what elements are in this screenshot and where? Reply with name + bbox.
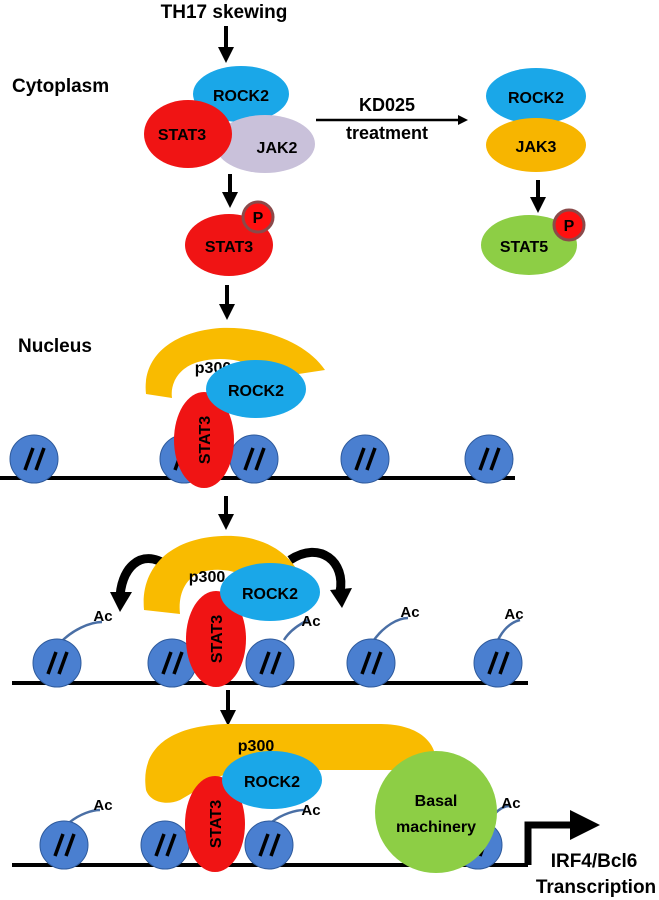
- basal-label-2: machinery: [396, 819, 476, 836]
- acetyl-tail: [496, 618, 521, 641]
- phospho-label-stat3: P: [253, 210, 264, 227]
- nucleus-panel-2: Ac Ac Ac Ac p300 STAT3 ROCK2: [12, 535, 528, 689]
- rock2-node-5: [222, 751, 322, 809]
- stat3-label: STAT3: [158, 127, 206, 144]
- kd025-branch: ROCK2 JAK3 STAT5 P: [481, 68, 586, 275]
- basal-machinery-node: [375, 751, 497, 873]
- jak3-node: [486, 118, 586, 172]
- rock2-node-3: [206, 360, 306, 418]
- rock2-label-4: ROCK2: [242, 586, 298, 603]
- stimulus-label: TH17 skewing: [161, 2, 288, 23]
- nucleus-label: Nucleus: [18, 336, 92, 357]
- nucleus-panel-3: IRF4/Bcl6 Transcription Ac Ac Ac p300 ST…: [12, 724, 656, 898]
- p300-label-2: p300: [189, 569, 226, 586]
- acetyl-tail: [372, 616, 409, 641]
- nucleosome: [345, 637, 397, 689]
- rock2-label-right: ROCK2: [508, 90, 564, 107]
- stat3-label-4: STAT3: [209, 615, 226, 663]
- acetyl-label: Ac: [93, 797, 112, 814]
- jak2-label: JAK2: [257, 140, 298, 157]
- acetyl-label: Ac: [93, 608, 112, 625]
- basal-label-1: Basal: [415, 793, 458, 810]
- nucleosome: [139, 819, 191, 871]
- nucleosome: [244, 637, 296, 689]
- treatment-label-2: treatment: [346, 123, 428, 143]
- acetyl-tail: [69, 808, 101, 823]
- phospho-label-stat5: P: [564, 218, 575, 235]
- stat3-label-3: STAT3: [197, 416, 214, 464]
- acetyl-label: Ac: [301, 613, 320, 630]
- rock2-node-right: [486, 68, 586, 124]
- rock2-node: [193, 66, 289, 122]
- nucleosome: [339, 433, 391, 485]
- jak2-node: [215, 115, 315, 173]
- stat5-node: [481, 215, 577, 275]
- acetyl-tail: [282, 618, 309, 641]
- acetyl-tail: [271, 808, 305, 823]
- acetyl-label: Ac: [501, 795, 520, 812]
- cytoplasm-label: Cytoplasm: [12, 76, 109, 97]
- p300-node-2: [143, 535, 304, 614]
- stat3-node-5: [185, 776, 245, 872]
- nucleosome: [31, 637, 83, 689]
- stat3-node: [144, 100, 232, 168]
- output-label-2: Transcription: [536, 877, 656, 898]
- rock2-label: ROCK2: [213, 88, 269, 105]
- rock2-label-5: ROCK2: [244, 774, 300, 791]
- stat3-label-2: STAT3: [205, 239, 253, 256]
- stat5-label: STAT5: [500, 239, 548, 256]
- stat3-node-3: [174, 392, 234, 488]
- acetyl-label: Ac: [504, 606, 523, 623]
- curved-arrow-left-head: [110, 592, 132, 612]
- phospho-stat5: [552, 208, 586, 242]
- treatment-label-1: KD025: [359, 95, 415, 115]
- curved-arrow-right: [287, 547, 346, 593]
- nucleosome: [243, 819, 295, 871]
- output-label-1: IRF4/Bcl6: [551, 851, 638, 872]
- transcription-arrow: [524, 821, 582, 865]
- jak3-label: JAK3: [516, 139, 557, 156]
- nucleosome: [472, 637, 524, 689]
- stat3-node-4: [186, 591, 246, 687]
- nucleosome: [463, 433, 515, 485]
- p300-node: [145, 327, 325, 398]
- nucleosome: [38, 819, 90, 871]
- p300-label-3: p300: [238, 738, 275, 755]
- phospho-stat3-circle: [241, 200, 275, 234]
- phospho-stat3: STAT3 P: [185, 200, 275, 276]
- nucleosome: [228, 433, 280, 485]
- stat3-label-5: STAT3: [208, 800, 225, 848]
- transcription-arrow-head: [570, 810, 600, 840]
- acetyl-label: Ac: [301, 802, 320, 819]
- rock2-node-4: [220, 563, 320, 621]
- curved-arrow-right-head: [330, 588, 352, 608]
- acetyl-tail: [59, 620, 103, 644]
- acetyl-label: Ac: [400, 604, 419, 621]
- nucleus-panel-1: p300 STAT3 ROCK2: [0, 327, 515, 488]
- nucleosome: [8, 433, 60, 485]
- rock2-label-3: ROCK2: [228, 383, 284, 400]
- cytoplasm-complex: ROCK2 JAK2 STAT3: [144, 66, 315, 173]
